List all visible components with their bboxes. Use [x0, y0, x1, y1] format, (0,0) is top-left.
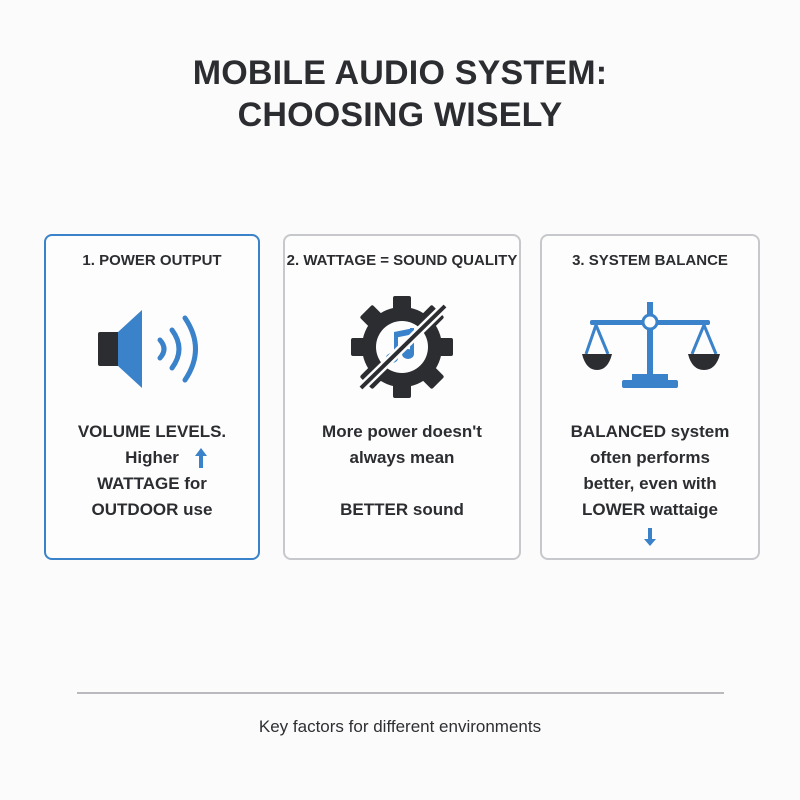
- card-system-balance[interactable]: 3. SYSTEM BALANCE BALANCED system often …: [540, 234, 760, 560]
- footer-caption: Key factors for different environments: [258, 717, 542, 736]
- card-heading: 3. SYSTEM BALANCE: [572, 252, 728, 269]
- card-description: More power doesn't always mean BETTER so…: [285, 419, 519, 523]
- card-line: More power doesn't: [322, 422, 482, 441]
- card-heading: 2. WATTAGE = SOUND QUALITY: [286, 252, 518, 269]
- card-line: LOWER wattaige: [581, 500, 718, 519]
- card-line: BETTER sound: [340, 500, 464, 519]
- divider: [77, 692, 724, 694]
- card-line: always mean: [349, 448, 455, 467]
- card-power-output[interactable]: 1. POWER OUTPUT VOLUME LEVELS. Higher WA…: [44, 234, 260, 560]
- card-line: BALANCED system: [570, 422, 730, 441]
- card-line: Higher: [125, 448, 179, 467]
- card-line: often performs: [590, 448, 710, 467]
- card-description: VOLUME LEVELS. Higher WATTAGE for OUTDOO…: [46, 419, 258, 523]
- title-line-2: CHOOSING WISELY: [237, 96, 563, 134]
- card-wattage-quality[interactable]: 2. WATTAGE = SOUND QUALITY: [283, 234, 521, 560]
- card-heading: 1. POWER OUTPUT: [82, 252, 222, 269]
- card-line: OUTDOOR use: [91, 500, 213, 519]
- card-line-blank: [285, 471, 519, 497]
- title-line-1: MOBILE AUDIO SYSTEM:: [192, 54, 608, 92]
- card-line: better, even with: [583, 474, 717, 493]
- gear-music-crossed-icon: [285, 292, 519, 398]
- up-arrow-icon: [194, 447, 208, 477]
- down-arrow-icon: [542, 527, 758, 555]
- page-title: MOBILE AUDIO SYSTEM: CHOOSING WISELY: [0, 52, 800, 136]
- card-description: BALANCED system often performs better, e…: [542, 419, 758, 555]
- balance-scale-icon: [542, 296, 758, 396]
- card-line: WATTAGE for: [97, 474, 207, 493]
- card-line: VOLUME LEVELS.: [77, 422, 227, 441]
- speaker-icon: [46, 302, 258, 402]
